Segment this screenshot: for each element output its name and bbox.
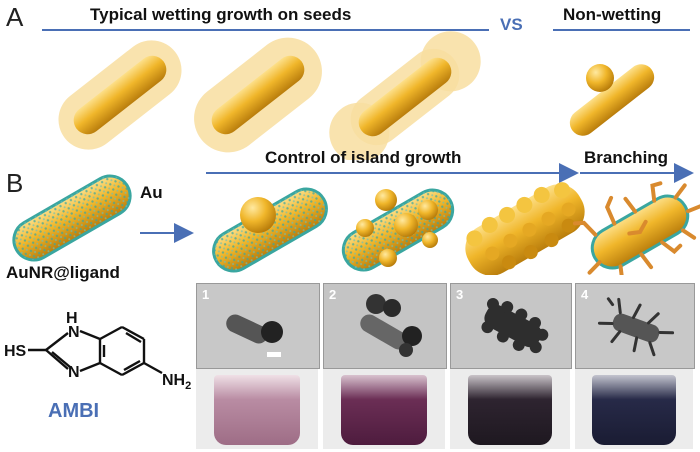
header-rule-non-wetting — [553, 29, 690, 31]
header-island-growth: Control of island growth — [265, 148, 462, 167]
tem-image-2: 2 — [323, 283, 447, 369]
vs-label: VS — [500, 15, 523, 34]
panel-letter-b: B — [6, 168, 24, 198]
tem-particles-2 — [360, 294, 422, 357]
tem-particles-1 — [226, 314, 283, 357]
island-sphere-2c — [418, 200, 438, 220]
vial-solution-4 — [592, 375, 676, 445]
header-rule-wetting — [42, 29, 489, 31]
aunr-ligand-rod — [12, 174, 132, 262]
ambi-hs: HS — [4, 343, 27, 360]
header-non-wetting: Non-wetting — [563, 5, 662, 24]
island-sphere-2a — [375, 189, 397, 211]
tem-number-3: 3 — [456, 287, 464, 302]
island-sphere-1 — [240, 197, 276, 233]
tem-number-4: 4 — [581, 287, 589, 302]
ambi-n-bottom: N — [68, 364, 80, 381]
gold-island-sphere — [586, 64, 614, 92]
seed-label: AuNR@ligand — [6, 263, 120, 282]
rod-rough-surface — [465, 182, 585, 275]
island-sphere-2d — [356, 219, 374, 237]
ambi-nh2: NH2 — [162, 372, 191, 392]
ambi-n-top: N — [68, 324, 80, 341]
tem-particles-3 — [481, 298, 549, 354]
header-wetting-growth: Typical wetting growth on seeds — [90, 5, 352, 24]
vial-photo-2 — [323, 369, 445, 449]
tem-particles-4 — [597, 297, 675, 357]
ambi-bonds — [28, 325, 163, 377]
tem-number-2: 2 — [329, 287, 337, 302]
island-sphere-2e — [379, 249, 397, 267]
rod-uniform-shell — [58, 40, 182, 150]
tem-image-3: 3 — [450, 283, 572, 369]
vial-photo-4 — [575, 369, 693, 449]
tem-number-1: 1 — [202, 287, 210, 302]
ambi-name: AMBI — [48, 400, 99, 422]
panel-letter-a: A — [6, 2, 24, 32]
rod-with-island — [569, 64, 655, 136]
vial-photo-1 — [196, 369, 318, 449]
island-sphere-2f — [422, 232, 438, 248]
vial-solution-1 — [214, 375, 300, 445]
header-branching: Branching — [584, 148, 669, 167]
panel-a-illustration — [58, 31, 655, 160]
ambi-h-top: H — [66, 310, 78, 327]
ambi-structure: H N N HS NH2 AMBI — [4, 310, 191, 422]
au-label: Au — [140, 183, 163, 202]
vial-solution-3 — [468, 375, 552, 445]
tem-image-1: 1 — [196, 283, 320, 369]
island-sphere-2b — [394, 213, 418, 237]
vial-photo-3 — [450, 369, 570, 449]
tem-image-4: 4 — [575, 283, 695, 369]
vial-solution-2 — [341, 375, 427, 445]
rod-branched — [572, 181, 700, 275]
rod-thick-shell — [194, 37, 322, 153]
rod-dumbbell-shell — [329, 31, 481, 160]
panel-b-illustration — [12, 163, 700, 275]
